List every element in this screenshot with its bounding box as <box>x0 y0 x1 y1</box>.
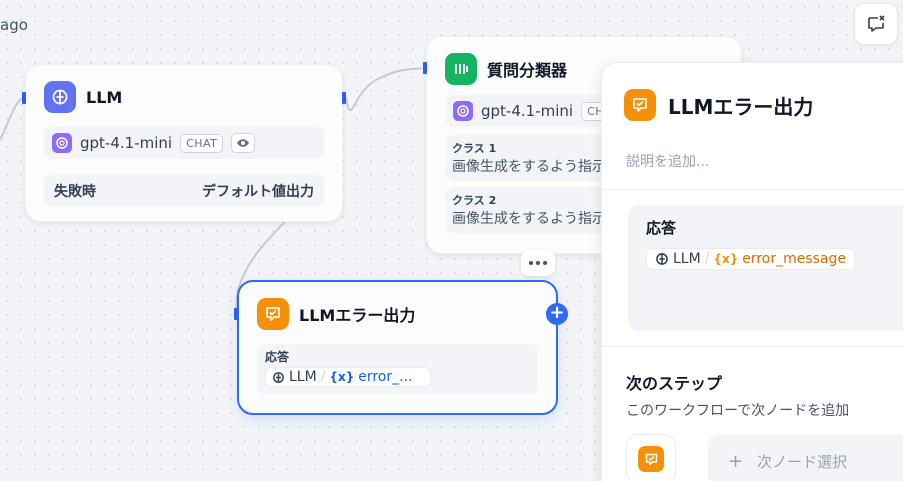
variable-icon: {x} <box>713 252 739 266</box>
class-label: クラス 1 <box>452 142 497 155</box>
var-name: error_message <box>742 251 847 267</box>
next-step-description: このワークフローで次ノードを追加 <box>626 403 850 419</box>
variable-pill: LLM / {x} error_... <box>265 367 431 387</box>
openai-icon <box>453 101 473 121</box>
variable-pill[interactable]: LLM / {x} error_message <box>646 248 856 270</box>
llm-node[interactable]: LLM gpt-4.1-mini CHAT 失敗時 デフォルト値出力 <box>25 64 343 222</box>
error-output-node[interactable]: LLMエラー出力 応答 LLM / {x} error_... <box>237 280 558 415</box>
llm-mode-tag: CHAT <box>180 133 224 153</box>
error-node-title: LLMエラー出力 <box>299 306 416 325</box>
panel-header: LLMエラー出力 <box>624 89 813 121</box>
response-label: 応答 <box>646 219 677 237</box>
classifier-node-title: 質問分類器 <box>487 61 568 80</box>
answer-icon <box>638 446 664 472</box>
answer-icon <box>624 89 656 121</box>
variable-icon: {x} <box>329 370 355 384</box>
next-step-title: 次のステップ <box>626 374 723 393</box>
llm-icon <box>44 81 76 113</box>
current-node-chip <box>626 434 676 481</box>
description-input[interactable]: 説明を追加... <box>626 154 710 170</box>
llm-input-handle[interactable] <box>22 92 26 104</box>
llm-icon <box>656 253 668 265</box>
classifier-node-header: 質問分類器 <box>445 53 723 85</box>
more-options-button[interactable] <box>521 250 555 276</box>
response-label: 応答 <box>265 350 290 364</box>
panel-title: LLMエラー出力 <box>668 94 814 119</box>
edge-left-in <box>0 97 25 141</box>
edge-llm-to-classifier <box>345 67 423 112</box>
divider <box>602 346 903 347</box>
answer-icon <box>257 298 289 330</box>
error-node-header: LLMエラー出力 <box>257 298 538 330</box>
next-select-label: 次ノード選択 <box>757 452 848 471</box>
llm-node-header: LLM <box>44 81 324 113</box>
dot-icon <box>529 261 533 265</box>
llm-on-fail-row: 失敗時 デフォルト値出力 <box>44 175 324 207</box>
plus-icon: + <box>728 450 744 472</box>
var-name: error_... <box>358 369 413 385</box>
on-fail-value: デフォルト値出力 <box>202 184 314 200</box>
llm-icon <box>273 371 284 383</box>
var-separator: / <box>320 369 326 385</box>
next-node-select-button[interactable]: + 次ノード選択 <box>708 435 903 481</box>
dot-icon <box>543 261 547 265</box>
divider <box>602 189 903 190</box>
classifier-model-name: gpt-4.1-mini <box>481 102 574 120</box>
llm-model-row[interactable]: gpt-4.1-mini CHAT <box>44 127 324 159</box>
response-section[interactable]: 応答 LLM / {x} error_message <box>628 205 903 331</box>
class-text: 画像生成をするよう指示 <box>452 211 606 227</box>
feedback-button[interactable] <box>854 3 898 45</box>
node-config-panel: LLMエラー出力 説明を追加... 応答 LLM / {x} error_mes… <box>601 62 903 481</box>
error-input-handle[interactable] <box>234 308 238 320</box>
error-node-response-box: 応答 LLM / {x} error_... <box>257 344 538 394</box>
llm-node-title: LLM <box>86 87 123 107</box>
var-separator: / <box>704 251 710 267</box>
add-next-node-button[interactable]: + <box>546 303 568 325</box>
on-fail-label: 失敗時 <box>54 184 96 200</box>
class-text: 画像生成をするよう指示 <box>452 159 606 175</box>
classifier-input-handle[interactable] <box>423 62 427 74</box>
llm-output-handle[interactable] <box>342 92 346 104</box>
openai-icon <box>52 133 72 153</box>
class-label: クラス 2 <box>452 194 497 207</box>
classifier-icon <box>445 53 477 85</box>
dot-icon <box>536 261 540 265</box>
var-source: LLM <box>673 251 701 267</box>
llm-model-name: gpt-4.1-mini <box>80 134 173 152</box>
var-source: LLM <box>289 369 317 385</box>
timestamp-fragment: ago <box>0 16 28 34</box>
chat-close-icon <box>868 15 885 32</box>
vision-icon <box>231 133 256 153</box>
